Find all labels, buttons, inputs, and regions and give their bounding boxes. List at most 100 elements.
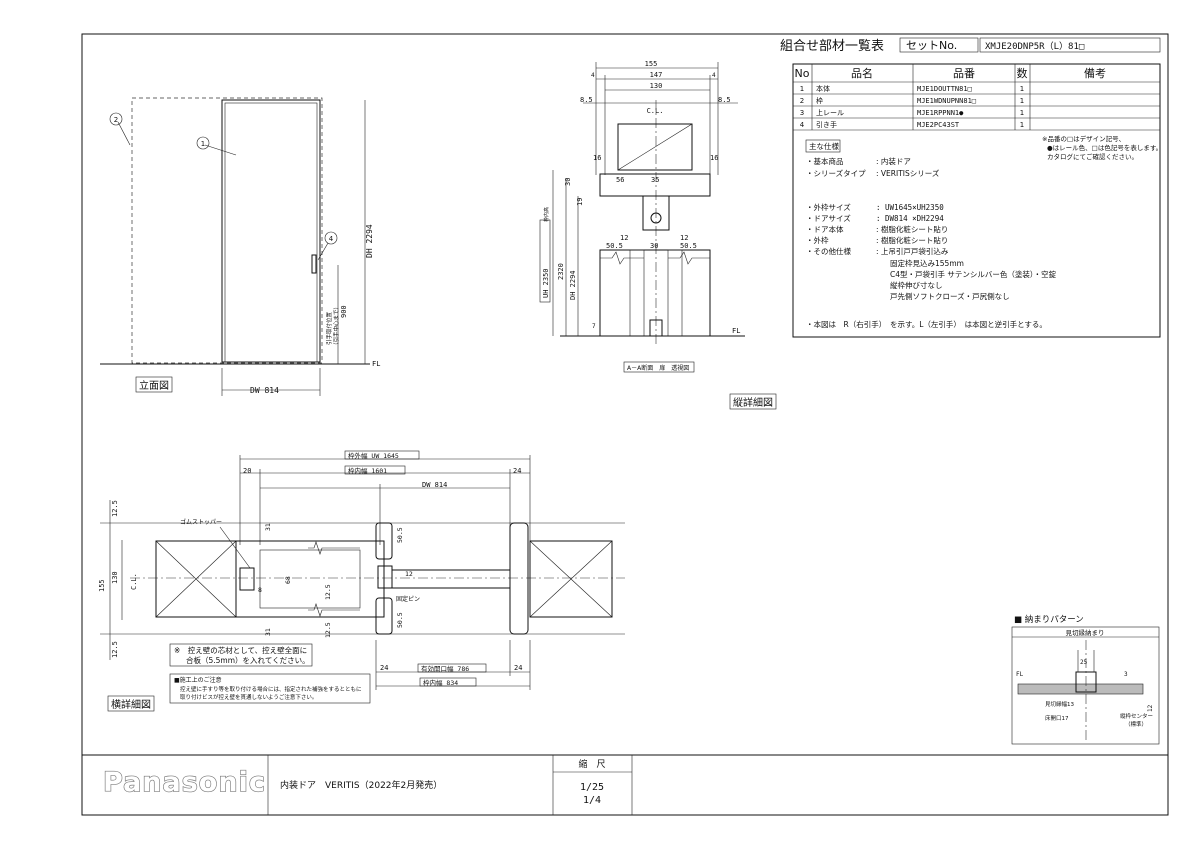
note-right-1: ※品番の□はデザイン記号、 (1042, 134, 1125, 143)
elevation-view: 1 2 4 DH 2294 900 引手取付位置 （引手中心まで） FL DW … (100, 97, 380, 396)
hd-inner-w: 枠内幅 1601 (348, 466, 387, 475)
elevation-label: 立面図 (139, 379, 169, 392)
vd-130: 130 (650, 82, 663, 90)
sheet-border (81, 33, 1169, 816)
spec-label-5: ・ドア本体 (806, 224, 844, 234)
spec-label-4: ・ドアサイズ (806, 213, 851, 223)
pattern-l3b: （標準） (1125, 720, 1147, 728)
elevation-handle (311, 254, 317, 274)
svg-text:1: 1 (201, 140, 205, 148)
note-right-3: カタログにてご確認ください。 (1047, 152, 1138, 161)
notice-title: ■施工上のご注意 (174, 676, 222, 684)
vd-505l: 50.5 (606, 242, 623, 250)
footer-scale-2: 1/4 (583, 795, 601, 806)
set-no-value: XMJE20DNP5R（L）81□ (985, 41, 1085, 52)
svg-text:4: 4 (329, 235, 334, 243)
spec-value-7: : 上吊引戸戸袋引込み (876, 246, 949, 256)
set-no-label: セットNo. (906, 39, 957, 52)
hd-68: 68 (284, 576, 292, 584)
elevation-handle-height: 900 (340, 305, 348, 318)
vd-7: 7 (592, 323, 596, 330)
handle-note-1: 引手取付位置 (325, 311, 333, 345)
spec-value-6: : 樹脂化粧シート貼り (876, 235, 948, 245)
hd-uw: 枠外幅 UW 1645 (348, 451, 399, 460)
vd-inner-label: 枠内高 (543, 207, 550, 222)
vd-2320: 2320 (557, 263, 565, 280)
hd-125a: 12.5 (324, 584, 332, 600)
svg-text:2: 2 (114, 116, 118, 124)
row-4-qty: 1 (1020, 121, 1024, 129)
pattern-subtitle: 見切縁納まり (1066, 628, 1105, 637)
row-1-name: 本体 (816, 84, 830, 93)
hd-125c: 12.5 (324, 622, 332, 638)
horizontal-detail: 枠外幅 UW 1645 枠内幅 1601 DW 814 20 24 12.5 1… (98, 450, 625, 712)
row-2-qty: 1 (1020, 97, 1024, 105)
row-3-qty: 1 (1020, 109, 1024, 117)
hd-dw: DW 814 (422, 481, 447, 489)
vd-4r: 4 (712, 72, 716, 79)
note-right-2: ●はレール色、□は色記号を表します。 (1047, 143, 1162, 152)
hd-130: 130 (111, 571, 119, 584)
vd-12r: 12 (680, 234, 688, 242)
brand-logo: Panasonic (103, 767, 266, 798)
footer-scale-1: 1/25 (580, 782, 604, 793)
footer-scale-label: 縮 尺 (578, 758, 605, 770)
installation-pattern: ■ 納まりパターン 見切縁納まり 25 3 12 FL 見切縁幅13 床開口17… (1011, 614, 1160, 745)
hd-inner2: 枠内幅 834 (423, 678, 458, 687)
hd-125b: 12.5 (111, 641, 119, 658)
vd-uh: UH 2350 (542, 268, 550, 298)
col-code: 品番 (953, 67, 975, 80)
callout-2 (109, 112, 123, 126)
spec-label-3: ・外枠サイズ (806, 202, 851, 212)
parts-list: 組合せ部材一覧表 セットNo. XMJE20DNP5R（L）81□ No 品名 … (780, 37, 1162, 338)
hd-31t: 31 (264, 523, 272, 531)
row-1-code: MJE1DOUTTN81□ (917, 85, 972, 93)
vd-16r: 16 (710, 154, 718, 162)
vd-505r: 50.5 (680, 242, 697, 250)
vd-30b: 30 (650, 242, 658, 250)
col-name: 品名 (851, 66, 873, 80)
hd-8: 8 (258, 586, 262, 594)
vd-16l: 16 (593, 154, 601, 162)
notice-2: 取り付けビスが控え壁を貫通しないようご注意下さい。 (180, 693, 317, 701)
warn-2: 合板（5.5mm）を入れてください。 (186, 655, 310, 665)
spec-extra-3: 縦枠伸び寸なし (890, 280, 943, 290)
warn-1: ※ 控え壁の芯材として、控え壁全面に (174, 645, 307, 655)
vd-85r: 8.5 (718, 96, 731, 104)
elevation-fl: FL (372, 360, 380, 368)
col-no: No (795, 67, 810, 80)
spec-extra-4: 戸先側ソフトクローズ・戸尻側なし (890, 291, 1010, 301)
pattern-25: 25 (1080, 659, 1088, 666)
vd-56: 56 (616, 176, 624, 184)
pattern-l3a: 縦枠センター (1120, 712, 1153, 720)
spec-value-2: : VERITISシリーズ (876, 168, 940, 178)
row-2-code: MJE1WDNUPNN81□ (917, 97, 976, 105)
spec-extra-2: C4型・戸袋引手 サテンシルバー色（塗装）・空錠 (890, 269, 1057, 279)
vertical-detail: 155 147 130 4 4 8.5 8.5 C.L. 16 16 56 35… (539, 60, 777, 410)
parts-list-title: 組合せ部材一覧表 (780, 38, 884, 54)
vd-fl: FL (732, 327, 740, 335)
pattern-l1: 見切縁幅13 (1045, 700, 1074, 708)
handle-note-2: （引手中心まで） (332, 304, 340, 348)
spec-extra-1: 固定枠見込み155mm (890, 258, 964, 268)
callout-1 (196, 136, 210, 150)
vd-155: 155 (645, 60, 658, 68)
row-4-name: 引き手 (816, 120, 837, 129)
hd-24a: 24 (380, 664, 388, 672)
row-4-no: 4 (800, 121, 805, 129)
hd-125t: 12.5 (111, 500, 119, 517)
elevation-dw: DW 814 (250, 386, 279, 395)
section-label: A－A断面 扉 透視図 (627, 364, 689, 372)
col-note: 備考 (1084, 67, 1106, 80)
hd-155: 155 (98, 579, 106, 592)
horizontal-label: 横詳細図 (111, 698, 151, 711)
pattern-title: ■ 納まりパターン (1014, 614, 1084, 625)
hd-12: 12 (405, 570, 413, 578)
hd-505t: 50.5 (396, 527, 404, 543)
notice-1: 控え壁に手すり等を取り付ける場合には、指定された補強をするとともに (180, 685, 362, 693)
spec-value-3: : UW1645×UH2350 (876, 203, 944, 212)
spec-label-1: ・基本商品 (806, 156, 844, 166)
vd-147: 147 (650, 71, 663, 79)
spec-value-4: : DW814 ×DH2294 (876, 214, 944, 223)
